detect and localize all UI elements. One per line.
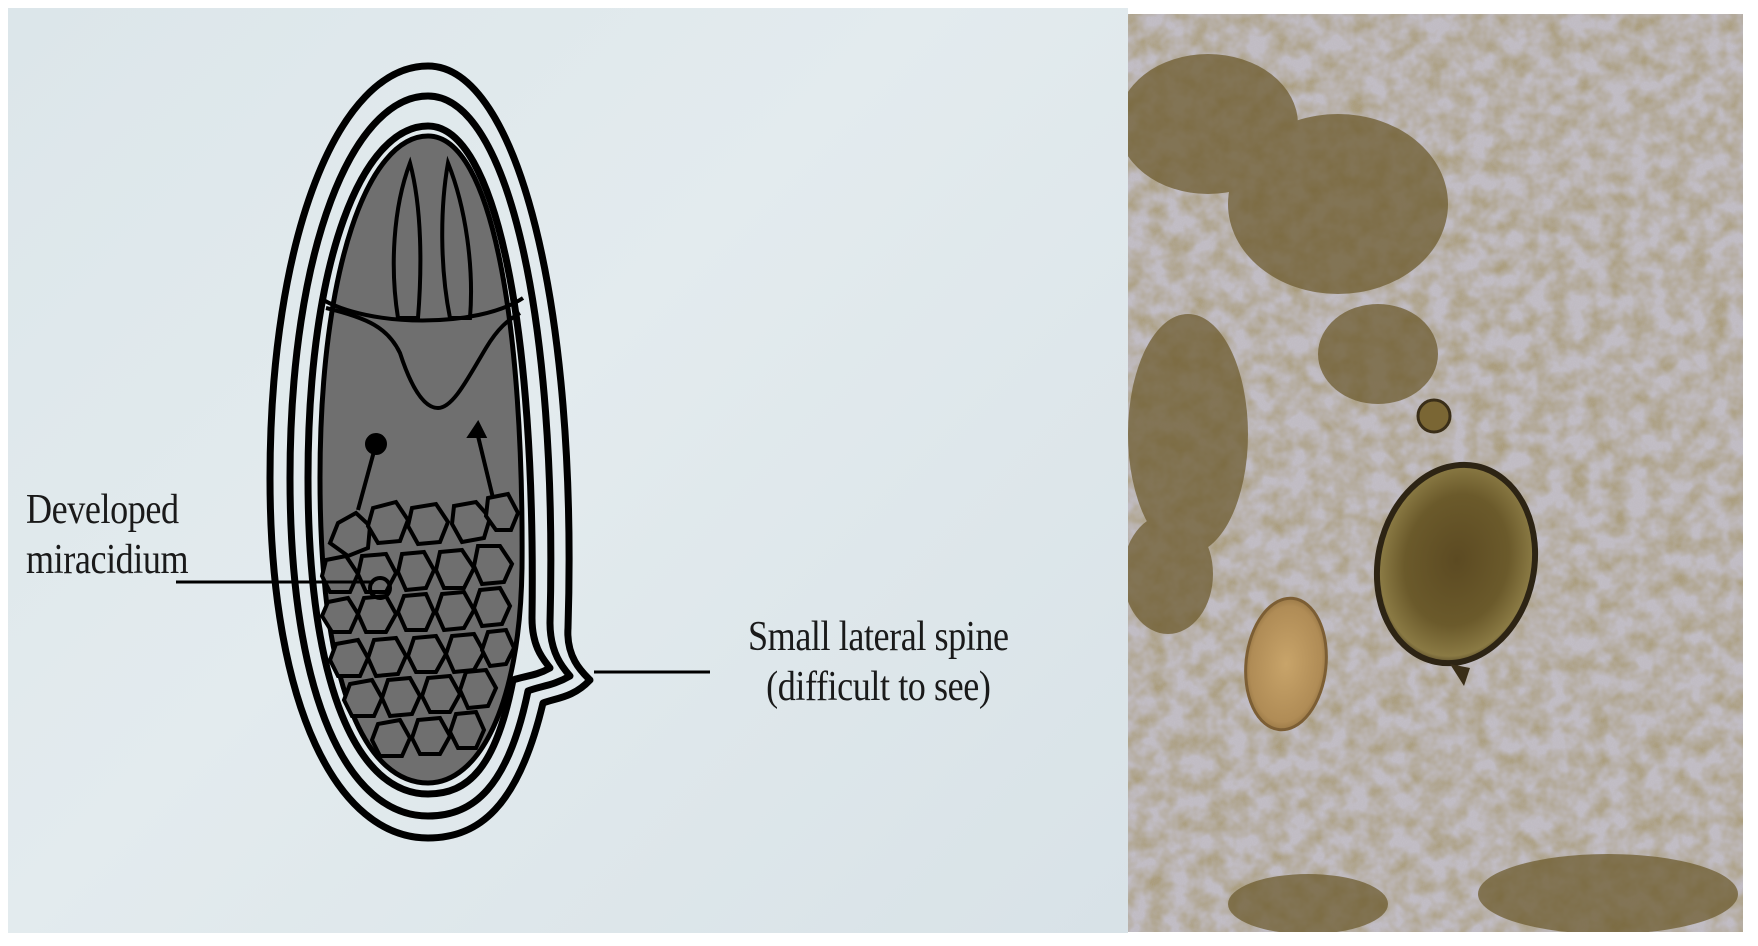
micrograph-image [1128, 14, 1743, 932]
egg-diagram [8, 8, 1128, 933]
miracidium-label-line2: miracidium [26, 536, 188, 586]
micrograph-photo [1128, 14, 1743, 932]
spine-label-line1: Small lateral spine [748, 613, 1009, 663]
spine-label-line2: (difficult to see) [748, 663, 1009, 713]
spine-label: Small lateral spine (difficult to see) [748, 613, 1009, 712]
miracidium-label-line1: Developed [26, 486, 188, 536]
miracidium-label: Developed miracidium [26, 486, 188, 585]
diagram-panel: Developed miracidium Small lateral spine… [8, 8, 1128, 933]
